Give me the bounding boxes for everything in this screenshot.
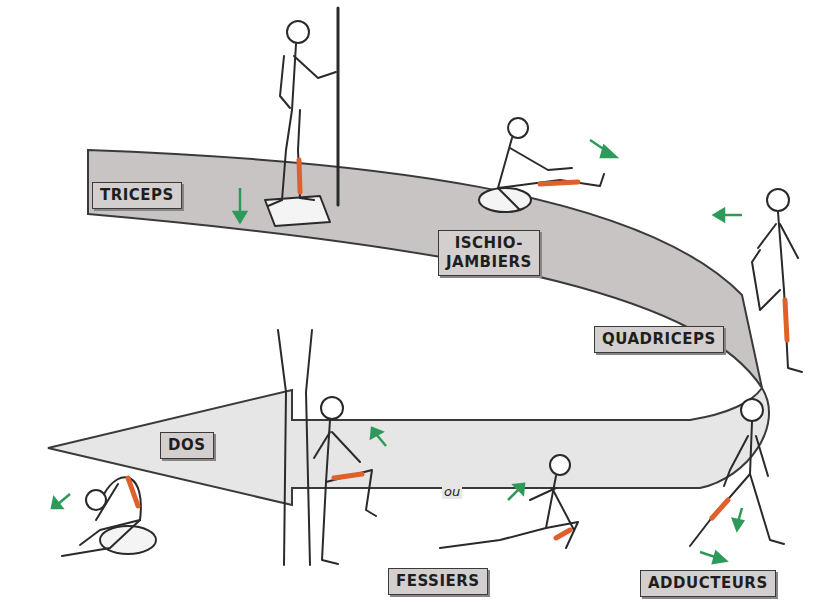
movement-arrows <box>52 140 743 563</box>
muscle-marks <box>128 160 787 538</box>
sequence-band <box>88 150 762 388</box>
figure-adducteurs <box>690 399 784 546</box>
muscle-label-box: ADDUCTEURS <box>640 570 776 597</box>
muscle-label-box: TRICEPS <box>92 182 182 209</box>
rock <box>479 188 531 212</box>
muscle-label-box: QUADRICEPS <box>594 326 724 353</box>
muscle-label: FESSIERS <box>396 572 480 591</box>
step <box>265 196 330 226</box>
figure-fessiers-seated <box>440 455 578 548</box>
tree <box>278 330 312 565</box>
figure-quadriceps <box>752 189 802 372</box>
or-label: ou <box>442 484 462 499</box>
muscle-label: ISCHIO- JAMBIERS <box>446 234 532 272</box>
muscle-label: DOS <box>168 436 206 455</box>
muscle-label: QUADRICEPS <box>602 330 716 349</box>
figure-ischio <box>498 118 604 210</box>
pole <box>337 8 340 205</box>
figure-dos <box>62 477 141 556</box>
figure-fessiers-standing <box>314 397 376 564</box>
muscle-label: ADDUCTEURS <box>648 574 768 593</box>
muscle-label: TRICEPS <box>100 186 174 205</box>
figure-triceps <box>268 21 336 206</box>
sequence-arrow <box>48 388 769 505</box>
muscle-label-box: DOS <box>160 432 214 459</box>
muscle-label-box: ISCHIO- JAMBIERS <box>438 230 540 276</box>
muscle-label-box: FESSIERS <box>388 568 488 595</box>
